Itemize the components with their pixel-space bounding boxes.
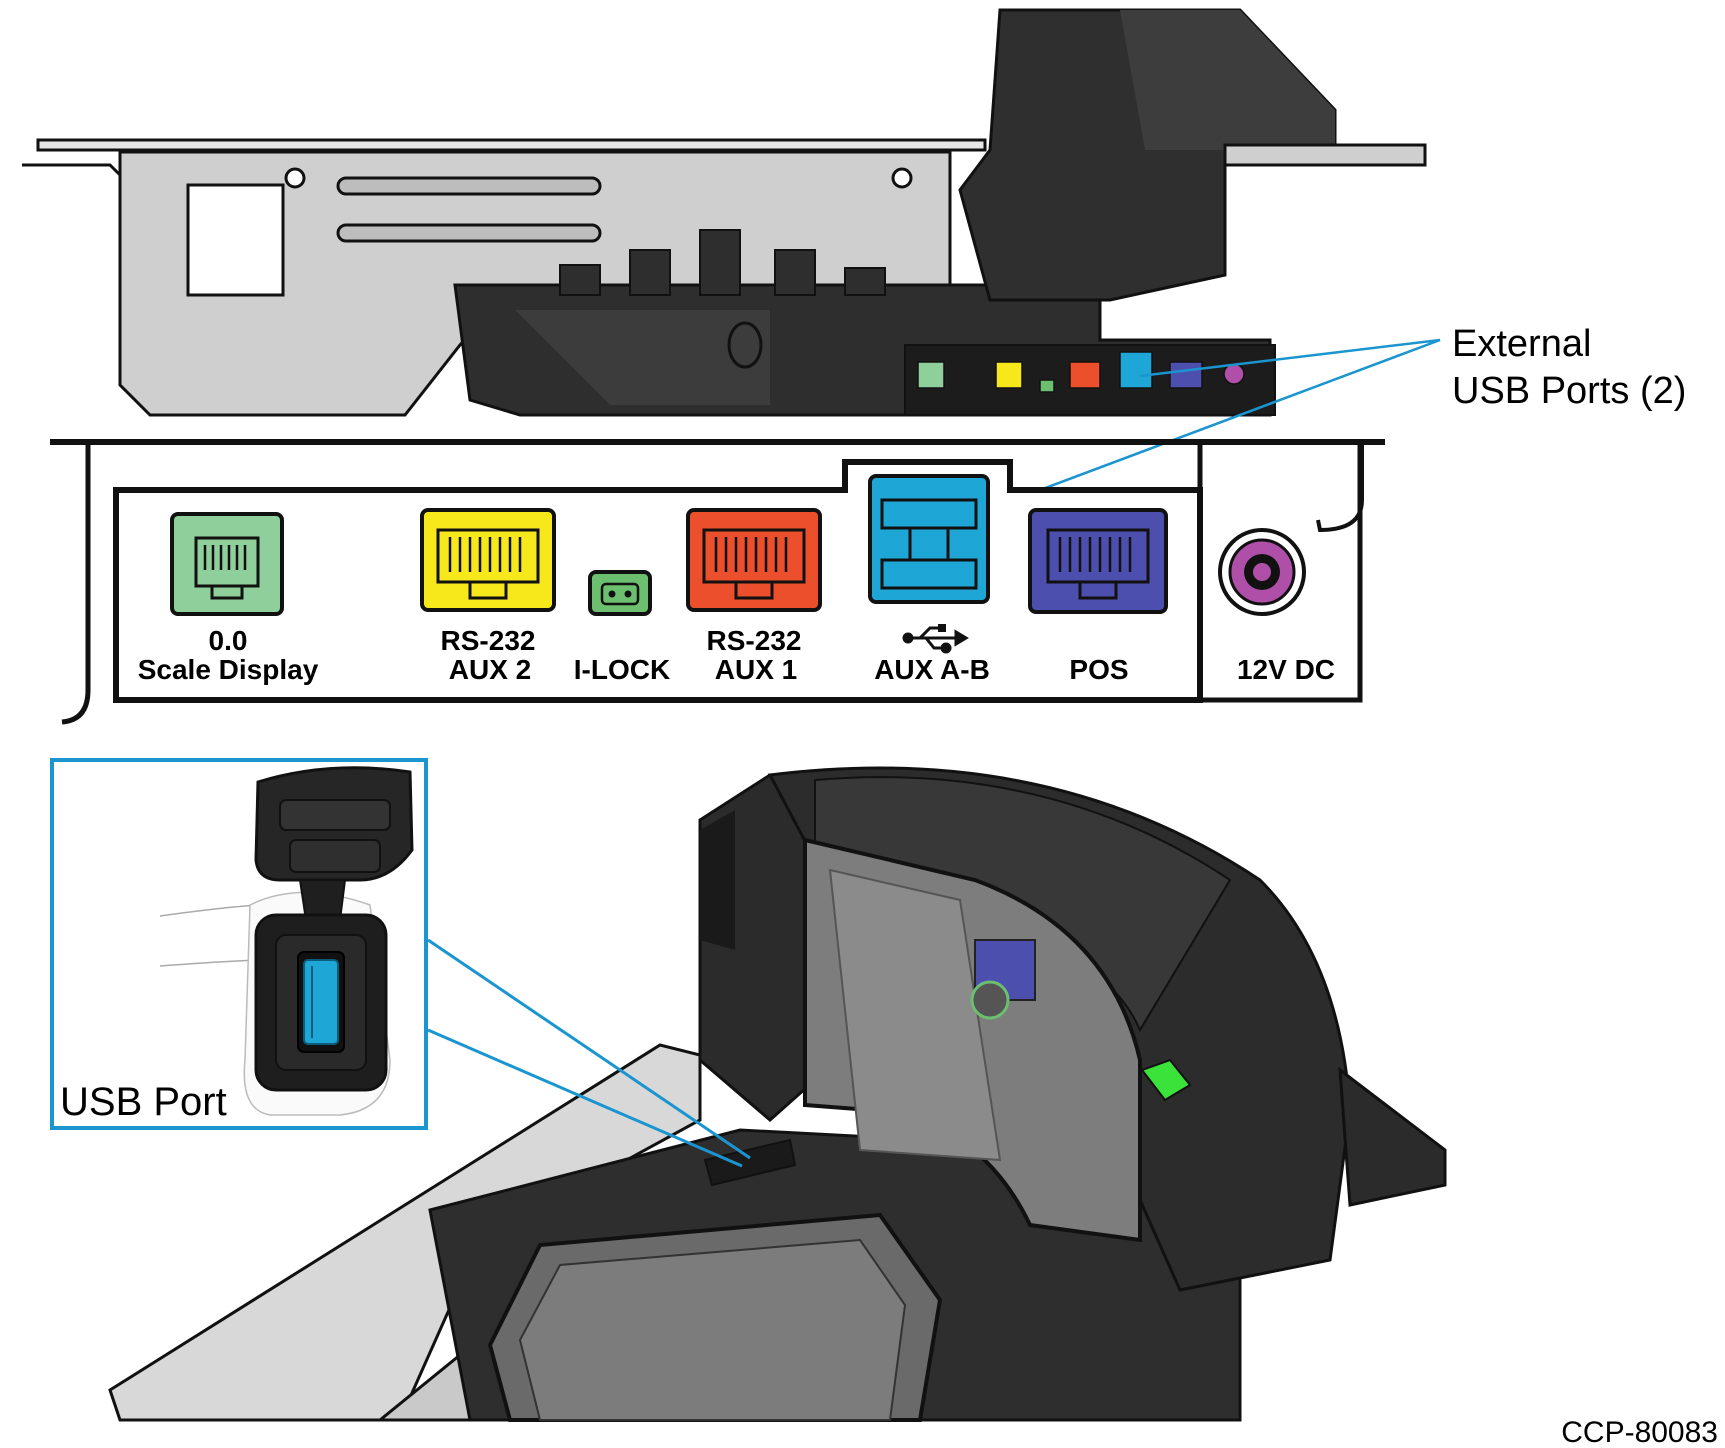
usb-symbol-icon — [902, 624, 969, 654]
rs232-aux1-label-top: RS-232 — [707, 625, 802, 656]
aux-ab-label: AUX A-B — [874, 654, 990, 685]
port-panel: 0.0 Scale Display RS-232 AUX 2 I-LOCK RS… — [50, 439, 1385, 725]
scale-display-label: Scale Display — [138, 654, 319, 685]
external-usb-label-line2: USB Ports (2) — [1452, 370, 1686, 412]
ilock-label: I-LOCK — [574, 654, 670, 685]
usb-inset-callout-lines — [427, 938, 751, 1168]
rs232-aux2-port — [420, 508, 556, 612]
scale-display-label-top: 0.0 — [209, 625, 248, 656]
scanner-perspective-view — [108, 766, 1447, 1422]
dc-label: 12V DC — [1237, 654, 1335, 685]
rs232-aux1-port — [686, 508, 822, 612]
figure-id: CCP-80083 — [1561, 1416, 1718, 1448]
scale-display-port — [170, 512, 284, 616]
rs232-aux2-label-top: RS-232 — [441, 625, 536, 656]
usb-port-inset-label: USB Port — [60, 1080, 227, 1124]
dc-power-jack — [1218, 528, 1306, 616]
rs232-aux1-label: AUX 1 — [715, 654, 797, 685]
rs232-aux2-label: AUX 2 — [449, 654, 531, 685]
scanner-side-view — [22, 8, 1427, 417]
pos-port — [1028, 508, 1168, 614]
aux-ab-usb-port — [868, 474, 990, 604]
external-usb-label-line1: External — [1452, 323, 1591, 365]
usb-port-inset: USB Port — [50, 758, 428, 1130]
ilock-port — [588, 570, 652, 616]
pos-label: POS — [1069, 654, 1128, 685]
